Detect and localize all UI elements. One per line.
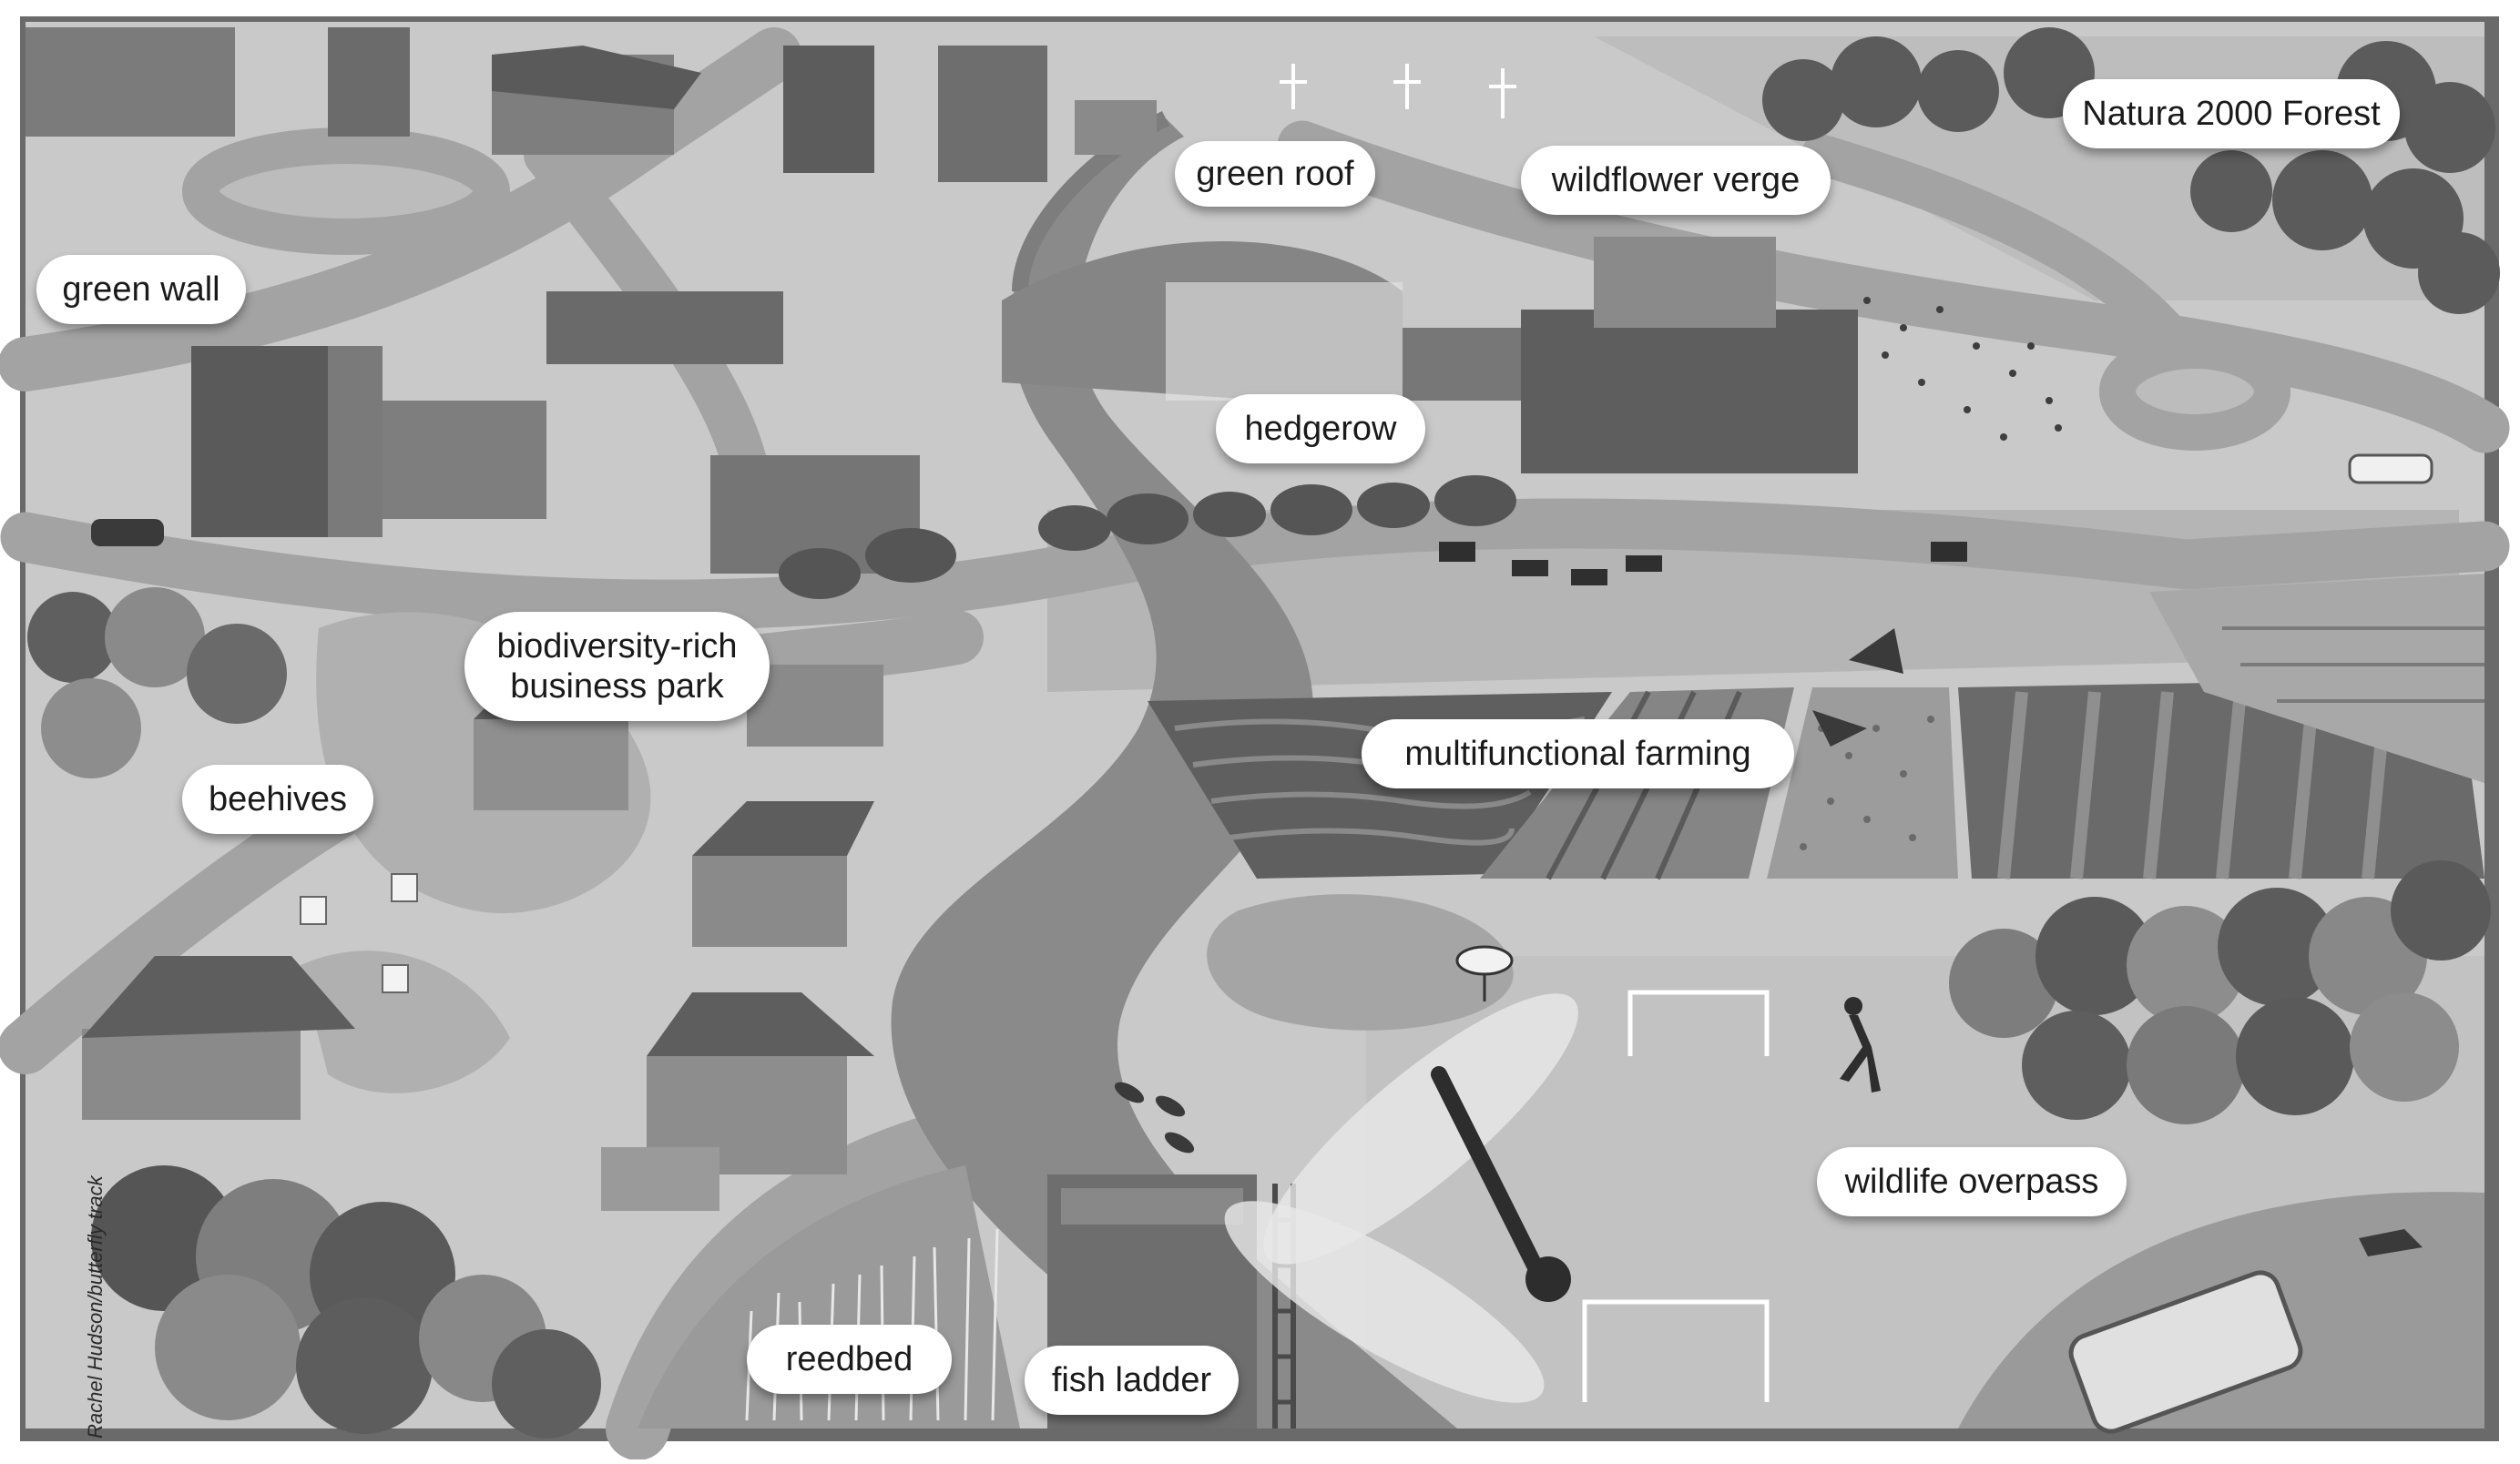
label-text: beehives <box>208 780 348 818</box>
roundabout-top-left <box>182 127 510 255</box>
cows <box>1439 542 1967 585</box>
dragonfly <box>1224 993 1578 1403</box>
roundabout-right <box>2099 332 2290 451</box>
illustration-credit: Rachel Hudson/butterfly track <box>84 1175 107 1439</box>
forest-trees <box>1762 27 2500 314</box>
beehive-boxes <box>300 873 418 993</box>
trees-left <box>27 587 601 1439</box>
bus <box>2068 1270 2303 1434</box>
label-wildflower-verge: wildflower verge <box>1521 146 1831 215</box>
hedgerow-shrubs <box>779 475 1516 599</box>
label-hedgerow: hedgerow <box>1216 394 1425 463</box>
wildflower-dots <box>1863 297 2062 441</box>
stork <box>1455 945 1514 1001</box>
label-natura-2000-forest: Natura 2000 Forest <box>2063 79 2400 148</box>
river <box>891 118 1457 1428</box>
label-text: green roof <box>1196 155 1354 193</box>
label-wildlife-overpass: wildlife overpass <box>1817 1147 2127 1216</box>
label-green-roof: green roof <box>1175 141 1375 207</box>
fox <box>2359 1229 2423 1256</box>
car-right <box>2348 453 2433 484</box>
label-text: hedgerow <box>1244 410 1397 448</box>
pond <box>1207 894 1514 1031</box>
label-green-wall: green wall <box>36 255 246 324</box>
fish <box>1114 1082 1195 1154</box>
label-fish-ladder: fish ladder <box>1025 1346 1239 1415</box>
trees-right <box>1949 860 2491 1124</box>
label-text: reedbed <box>785 1340 913 1378</box>
label-text: fish ladder <box>1051 1361 1212 1399</box>
label-biodiversity-business-park: biodiversity-rich business park <box>464 612 770 721</box>
right-field-lines <box>2222 626 2484 703</box>
label-text: wildflower verge <box>1551 161 1801 199</box>
roads <box>0 27 2510 1460</box>
buildings <box>26 27 1858 1211</box>
label-text: wildlife overpass <box>1844 1163 2099 1201</box>
runner <box>1840 997 1881 1093</box>
football-goals <box>1582 990 1770 1402</box>
label-text: green wall <box>62 270 220 309</box>
label-text-line-2: business park <box>510 667 724 706</box>
label-text-line-1: biodiversity-rich <box>496 627 738 666</box>
car-left <box>91 519 164 546</box>
park-path-2 <box>301 951 510 1093</box>
label-text: Natura 2000 Forest <box>2082 95 2381 133</box>
label-multifunctional-farming: multifunctional farming <box>1362 719 1794 788</box>
wind-turbines <box>1280 64 1516 118</box>
label-reedbed: reedbed <box>747 1325 952 1394</box>
birds <box>1812 628 1903 747</box>
right-field <box>2149 574 2484 783</box>
label-beehives: beehives <box>182 765 373 834</box>
label-text: multifunctional farming <box>1404 735 1751 773</box>
